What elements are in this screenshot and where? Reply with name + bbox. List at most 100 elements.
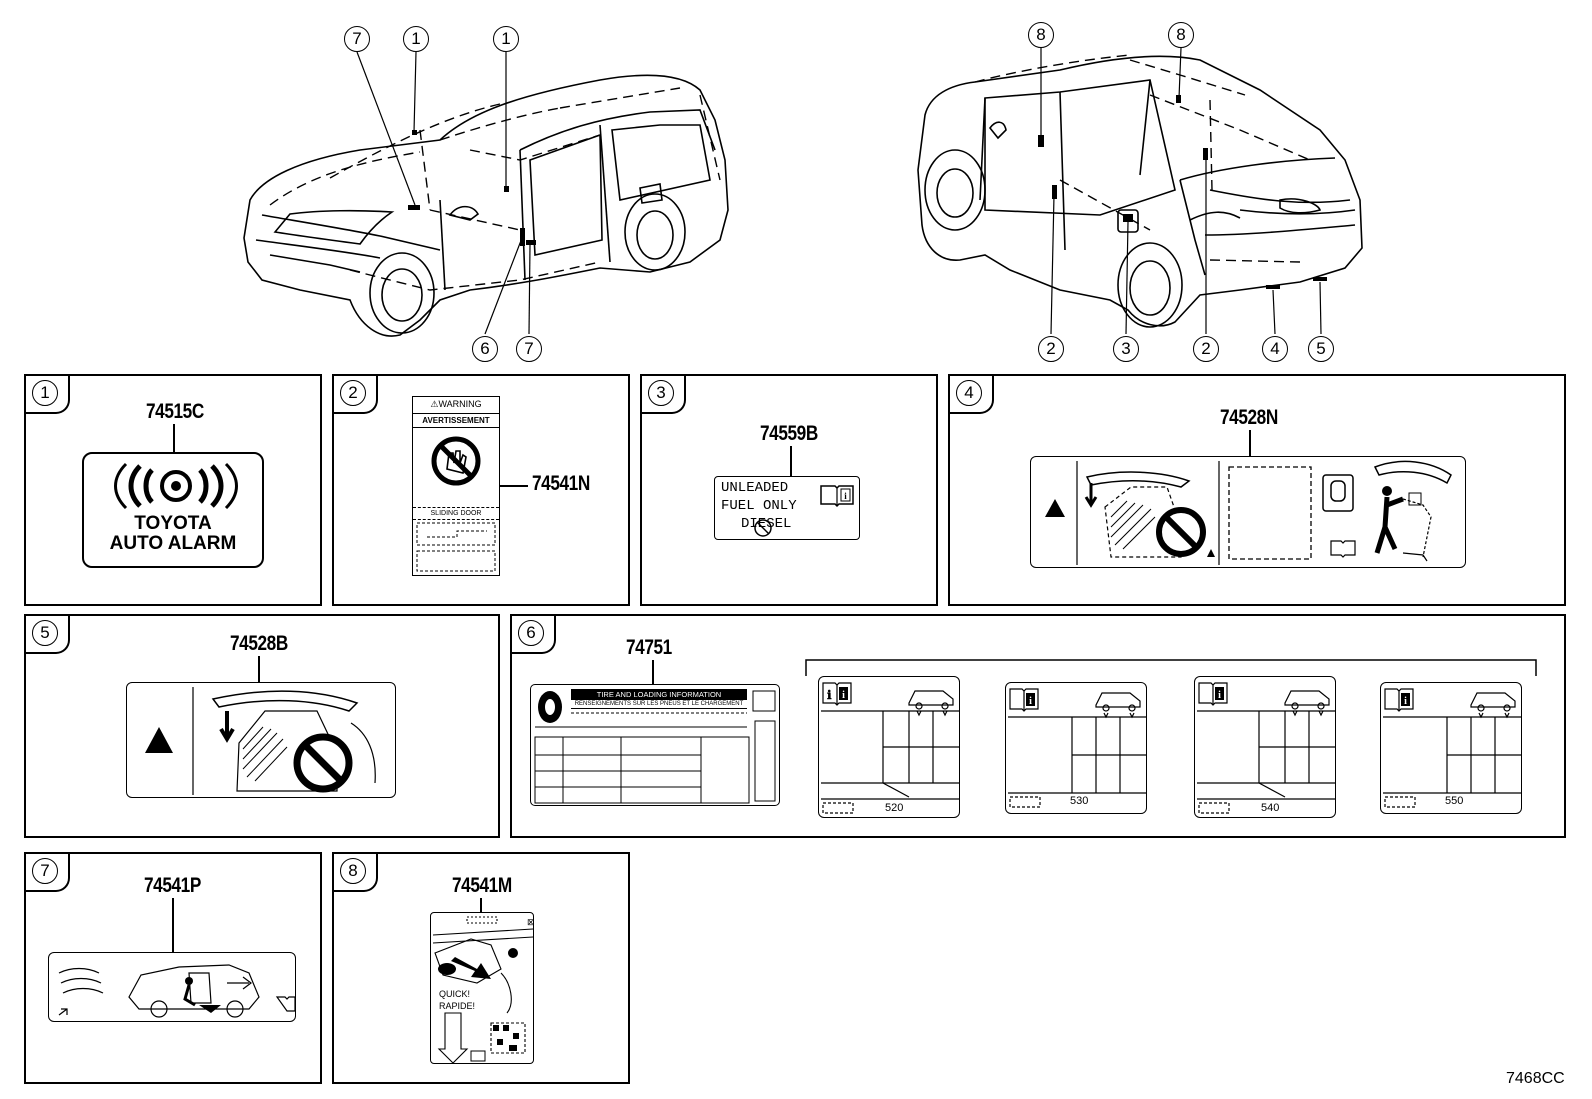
- part-number: 74559B: [760, 422, 818, 445]
- svg-text:i: i: [842, 690, 845, 701]
- panel-tab: 7: [24, 852, 70, 892]
- variant-code: 540: [1261, 802, 1280, 814]
- load-label-variant-530: i 530: [1005, 682, 1147, 814]
- fuel-line3: DIESEL: [741, 516, 792, 532]
- no-hand-icon: [431, 436, 481, 486]
- panel-index: 2: [340, 380, 366, 406]
- quick-text-line1: QUICK!: [439, 989, 471, 999]
- part-number: 74541N: [532, 472, 590, 495]
- rear-callout-3: 3: [1113, 336, 1139, 362]
- fuel-decal: UNLEADED FUEL ONLY DIESEL i: [714, 476, 860, 540]
- load-label-variant-540: i 540: [1194, 676, 1336, 818]
- warning-header: ⚠WARNING: [430, 399, 482, 409]
- sensor-pictogram: [58, 964, 296, 1018]
- alarm-decal: TOYOTA AUTO ALARM: [82, 452, 264, 568]
- svg-text:i: i: [1218, 690, 1221, 701]
- tire-placard: TIRE AND LOADING INFORMATION RENSEIGNEME…: [530, 684, 780, 806]
- leader-line: [790, 446, 792, 476]
- load-label-graphic: i: [1383, 688, 1521, 808]
- part-number: 74541P: [144, 874, 201, 897]
- load-label-graphic: i: [1008, 688, 1146, 808]
- front-callout-1-right: 1: [493, 26, 519, 52]
- rear-callout-2-left: 2: [1038, 336, 1064, 362]
- load-label-graphic: ℹ i: [821, 682, 959, 814]
- leader-line: [172, 898, 174, 952]
- leader-line: [173, 424, 175, 452]
- svg-text:i: i: [1404, 696, 1407, 707]
- figure-code: 7468CC: [1506, 1070, 1565, 1087]
- part-number: 74515C: [146, 400, 204, 423]
- rear-vehicle-overview: [917, 47, 1363, 335]
- panel-7-sliding-door-sensor-label: 7 74541P: [24, 852, 322, 1084]
- panel-index: 6: [518, 620, 544, 646]
- panel-4-power-liftgate-label: 4 74528N: [948, 374, 1566, 606]
- panel-6-tire-loading-labels: 6 74751 TIRE AND LOADING INFORMATION REN…: [510, 614, 1566, 838]
- panel-tab: 2: [332, 374, 378, 414]
- load-label-graphic: i: [1197, 682, 1335, 814]
- liftgate-caution-pictogram: [145, 687, 376, 795]
- alarm-label-line2: AUTO ALARM: [109, 533, 237, 554]
- leader-line: [258, 656, 260, 682]
- no-diesel-icon: [754, 519, 772, 537]
- panel-tab: 5: [24, 614, 70, 654]
- quick-text-line2: RAPIDE!: [439, 1001, 476, 1011]
- warning-text-lines: [416, 522, 496, 572]
- leader-line: [480, 898, 482, 912]
- rear-callout-8-left: 8: [1028, 22, 1054, 48]
- liftgate-pictogram: [1045, 460, 1452, 565]
- load-label-variant-550: i 550: [1380, 682, 1522, 814]
- panel-index: 3: [648, 380, 674, 406]
- leader-line: [1249, 430, 1251, 456]
- front-vehicle-overview: [243, 51, 729, 337]
- liftgate-decal: [1030, 456, 1466, 568]
- panel-index: 4: [956, 380, 982, 406]
- fuel-line2: FUEL ONLY: [721, 498, 797, 514]
- variant-code: 530: [1070, 795, 1089, 807]
- load-label-variant-520: ℹ i 520: [818, 676, 960, 818]
- sensor-decal: [48, 952, 296, 1022]
- tire-icon: [538, 691, 562, 723]
- part-number: 74528B: [230, 632, 288, 655]
- panel-index: 1: [32, 380, 58, 406]
- manual-book-icon: i: [820, 485, 854, 508]
- rear-callout-2-right: 2: [1193, 336, 1219, 362]
- panel-index: 5: [32, 620, 58, 646]
- tire-subtitle: RENSEIGNEMENTS SUR LES PNEUS ET LE CHARG…: [571, 700, 747, 709]
- quick-guide-decal: ⊠ QUICK! RAPIDE!: [430, 912, 535, 1064]
- panel-3-fuel-label: 3 74559B UNLEADED FUEL ONLY DIESEL i: [640, 374, 938, 606]
- panel-tab: 1: [24, 374, 70, 414]
- variant-code: 520: [885, 802, 904, 814]
- svg-text:⊠: ⊠: [527, 917, 535, 927]
- warning-decal: ⚠WARNING AVERTISSEMENT SLIDING DOOR: [412, 396, 500, 576]
- panel-8-quick-guide-label: 8 74541M ⊠ QUICK! RAPIDE!: [332, 852, 630, 1084]
- panel-index: 7: [32, 858, 58, 884]
- part-number: 74751: [626, 636, 672, 659]
- svg-text:i: i: [844, 491, 847, 501]
- tire-table-grid: [534, 690, 776, 804]
- alarm-label-line1: TOYOTA: [134, 513, 212, 534]
- sliding-door-caption: SLIDING DOOR: [413, 507, 499, 520]
- panel-5-liftgate-caution-label: 5 74528B: [24, 614, 500, 838]
- panel-tab: 6: [510, 614, 556, 654]
- front-callout-1-left: 1: [403, 26, 429, 52]
- part-number: 74541M: [452, 874, 512, 897]
- leader-line: [652, 660, 654, 684]
- variant-code: 550: [1445, 795, 1464, 807]
- panel-index: 8: [340, 858, 366, 884]
- part-number: 74528N: [1220, 406, 1278, 429]
- panel-tab: 3: [640, 374, 686, 414]
- panel-1-alarm-label: 1 74515C TOYOTA AUTO ALARM: [24, 374, 322, 606]
- front-callout-7-top: 7: [344, 26, 370, 52]
- variant-bracket: [805, 659, 1537, 676]
- front-callout-7-bottom: 7: [516, 336, 542, 362]
- liftgate-caution-decal: [126, 682, 396, 798]
- svg-text:i: i: [1029, 696, 1032, 707]
- rear-callout-5: 5: [1308, 336, 1334, 362]
- rear-callout-8-right: 8: [1168, 22, 1194, 48]
- fuel-line1: UNLEADED: [721, 480, 789, 496]
- tire-title: TIRE AND LOADING INFORMATION: [571, 689, 747, 700]
- alarm-wave-icon: [114, 462, 238, 510]
- warning-subheader: AVERTISSEMENT: [413, 413, 499, 428]
- leader-line: [500, 485, 528, 487]
- quick-guide-pictogram: ⊠: [432, 916, 535, 1064]
